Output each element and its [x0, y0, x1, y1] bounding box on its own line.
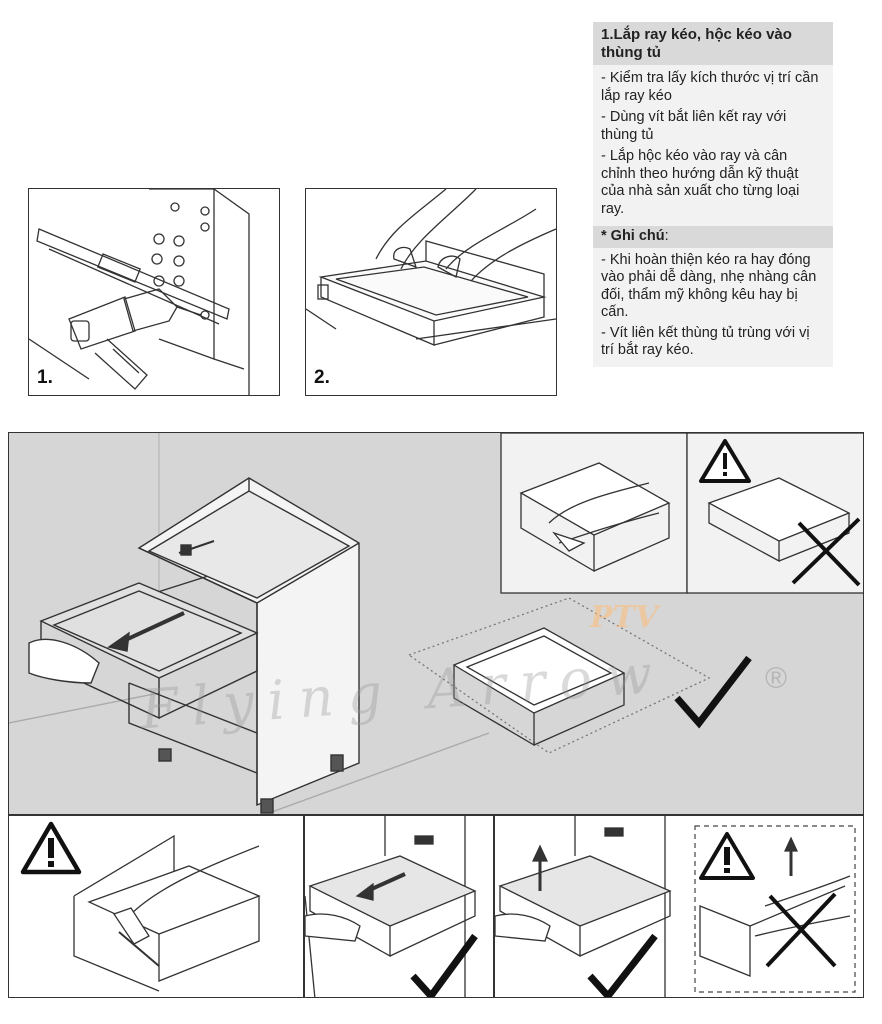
drill-rail-illustration — [29, 189, 250, 395]
bottom-panel-1 — [8, 815, 304, 998]
instruction-step-1: - Kiểm tra lấy kích thước vị trí cần lắp… — [601, 70, 819, 104]
drawer-lift-comparison-illustration — [495, 816, 856, 997]
checkmark-icon — [587, 933, 658, 997]
cross-icon — [791, 517, 861, 587]
drawer-pull-correct-illustration — [305, 816, 478, 997]
note-list: - Khi hoàn thiện kéo ra hay đóng vào phả… — [593, 247, 833, 367]
cross-icon — [765, 892, 837, 968]
watermark-registered: ® — [765, 662, 788, 695]
warning-triangle-icon — [699, 832, 755, 880]
bottom-panel-3 — [494, 815, 864, 998]
note-label: * Ghi chú — [601, 228, 665, 244]
instruction-step-2: - Dùng vít bắt liên kết ray với thùng tủ — [601, 109, 787, 143]
note-item-1: - Khi hoàn thiện kéo ra hay đóng vào phả… — [601, 251, 817, 321]
note-item-2: - Vít liên kết thùng tủ trùng với vị trí… — [601, 324, 810, 359]
cabinet-drawer-illustration — [9, 433, 863, 814]
instruction-title: 1.Lắp ray kéo, hộc kéo vào thùng tủ — [593, 22, 833, 65]
step-2-label: 2. — [314, 367, 330, 388]
cabinet-main-panel — [8, 432, 864, 815]
instruction-step-3: - Lắp hộc kéo vào ray và cân chỉnh theo … — [601, 148, 800, 217]
checkmark-icon — [410, 933, 478, 997]
step-1-label: 1. — [37, 367, 53, 388]
instruction-steps: - Kiểm tra lấy kích thước vị trí cần lắp… — [593, 65, 833, 226]
note-heading: * Ghi chú: — [593, 226, 833, 248]
instruction-box: 1.Lắp ray kéo, hộc kéo vào thùng tủ - Ki… — [593, 22, 833, 367]
checkmark-icon — [674, 655, 752, 729]
figure-step-1: 1. — [28, 188, 280, 396]
figure-step-2: 2. — [305, 188, 557, 396]
bottom-panel-2 — [304, 815, 494, 998]
warning-triangle-icon — [699, 439, 751, 483]
drawer-hand-warning-illustration — [20, 821, 261, 992]
drawer-insert-illustration — [306, 189, 556, 346]
note-colon: : — [664, 228, 669, 244]
warning-triangle-icon — [20, 821, 82, 875]
watermark-brand: PTV — [590, 600, 659, 635]
